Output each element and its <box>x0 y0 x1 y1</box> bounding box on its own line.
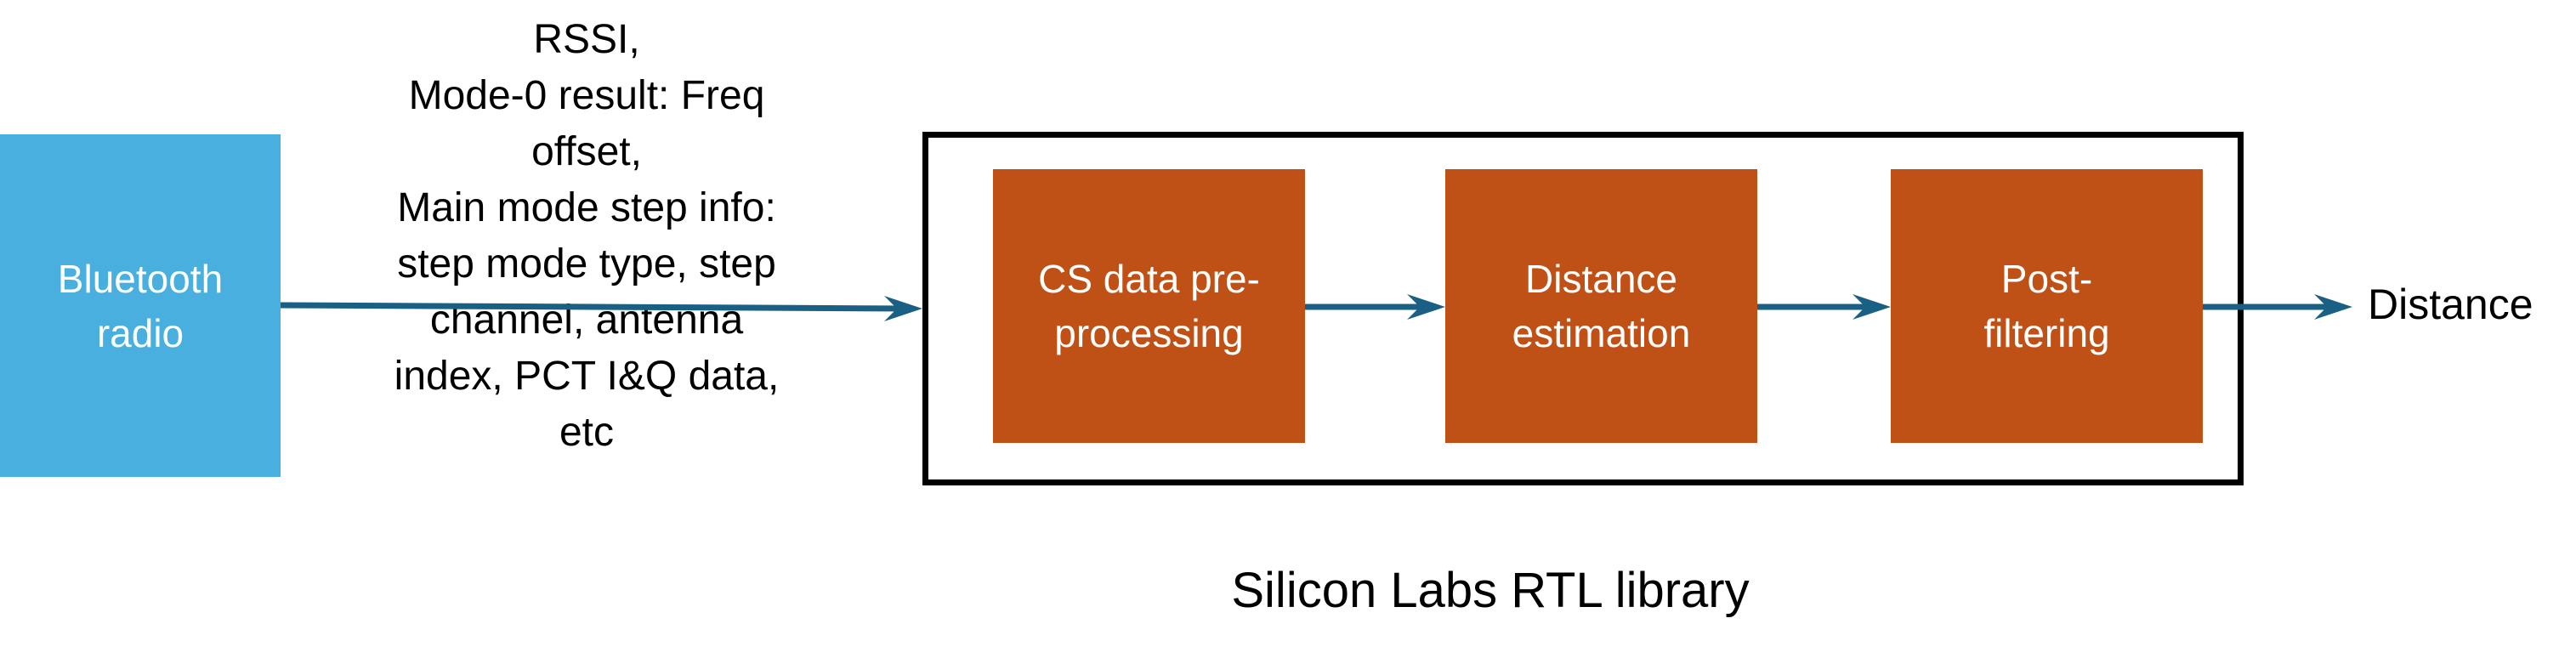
input-data-line: Main mode step info: <box>397 185 776 230</box>
input-data-line: RSSI, <box>533 17 640 62</box>
stage-cs-data-preprocessing: CS data pre- processing <box>993 169 1305 443</box>
stage-label-line: CS data pre- <box>1038 257 1260 301</box>
bluetooth-radio-label-line: radio <box>96 310 184 355</box>
stage-distance-estimation: Distance estimation <box>1445 169 1757 443</box>
input-data-line: channel, antenna <box>429 298 744 343</box>
input-data-line: index, PCT I&Q data, <box>394 354 780 399</box>
library-caption: Silicon Labs RTL library <box>1231 563 1750 618</box>
output-distance-label: Distance <box>2368 281 2533 328</box>
stage-label-line: filtering <box>1983 311 2110 355</box>
input-data-line: etc <box>559 410 615 455</box>
stage-label-line: Post- <box>2000 257 2093 301</box>
input-data-line: offset, <box>531 129 642 174</box>
bluetooth-radio-label-line: Bluetooth <box>57 256 224 301</box>
stage-post-filtering: Post- filtering <box>1891 169 2203 443</box>
stage-label-line: estimation <box>1512 311 1691 355</box>
input-data-label: RSSI, Mode-0 result: Freq offset, Main m… <box>357 12 816 461</box>
input-data-line: Mode-0 result: Freq <box>408 73 765 118</box>
bluetooth-radio-block: Bluetooth radio <box>0 134 281 477</box>
stage-label-line: Distance <box>1525 257 1677 301</box>
arrowhead-icon <box>2314 294 2352 320</box>
stage-label-line: processing <box>1054 311 1244 355</box>
input-data-line: step mode type, step <box>397 241 776 286</box>
arrowhead-icon <box>884 296 922 321</box>
